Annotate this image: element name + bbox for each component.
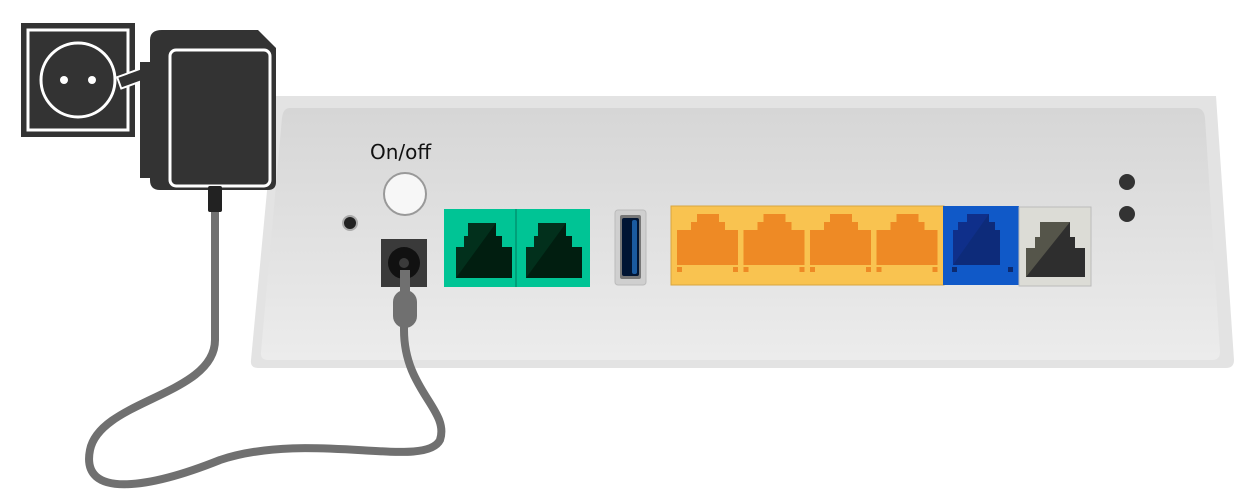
- power-plug: [393, 290, 417, 328]
- status-led-2: [1119, 206, 1135, 222]
- power-button[interactable]: [383, 172, 427, 216]
- status-led-1: [1119, 174, 1135, 190]
- dsl-port[interactable]: [1018, 206, 1092, 287]
- lan-port-3-icon: [810, 214, 871, 272]
- reset-hole[interactable]: [342, 215, 358, 231]
- wall-socket-icon: [21, 23, 135, 137]
- lan-ports[interactable]: [670, 205, 945, 286]
- power-adapter-icon: [115, 30, 276, 212]
- lan-port-4-icon: [876, 214, 938, 272]
- phone-ports[interactable]: [444, 209, 590, 287]
- phone-port-2-icon: [526, 223, 582, 278]
- phone-port-1-icon: [456, 223, 512, 278]
- usb-port[interactable]: [614, 209, 647, 286]
- power-cable: [85, 208, 446, 489]
- lan-port-2-icon: [743, 214, 805, 272]
- wan-port[interactable]: [943, 206, 1019, 285]
- lan-port-1-icon: [677, 214, 738, 272]
- power-button-label: On/off: [370, 140, 432, 164]
